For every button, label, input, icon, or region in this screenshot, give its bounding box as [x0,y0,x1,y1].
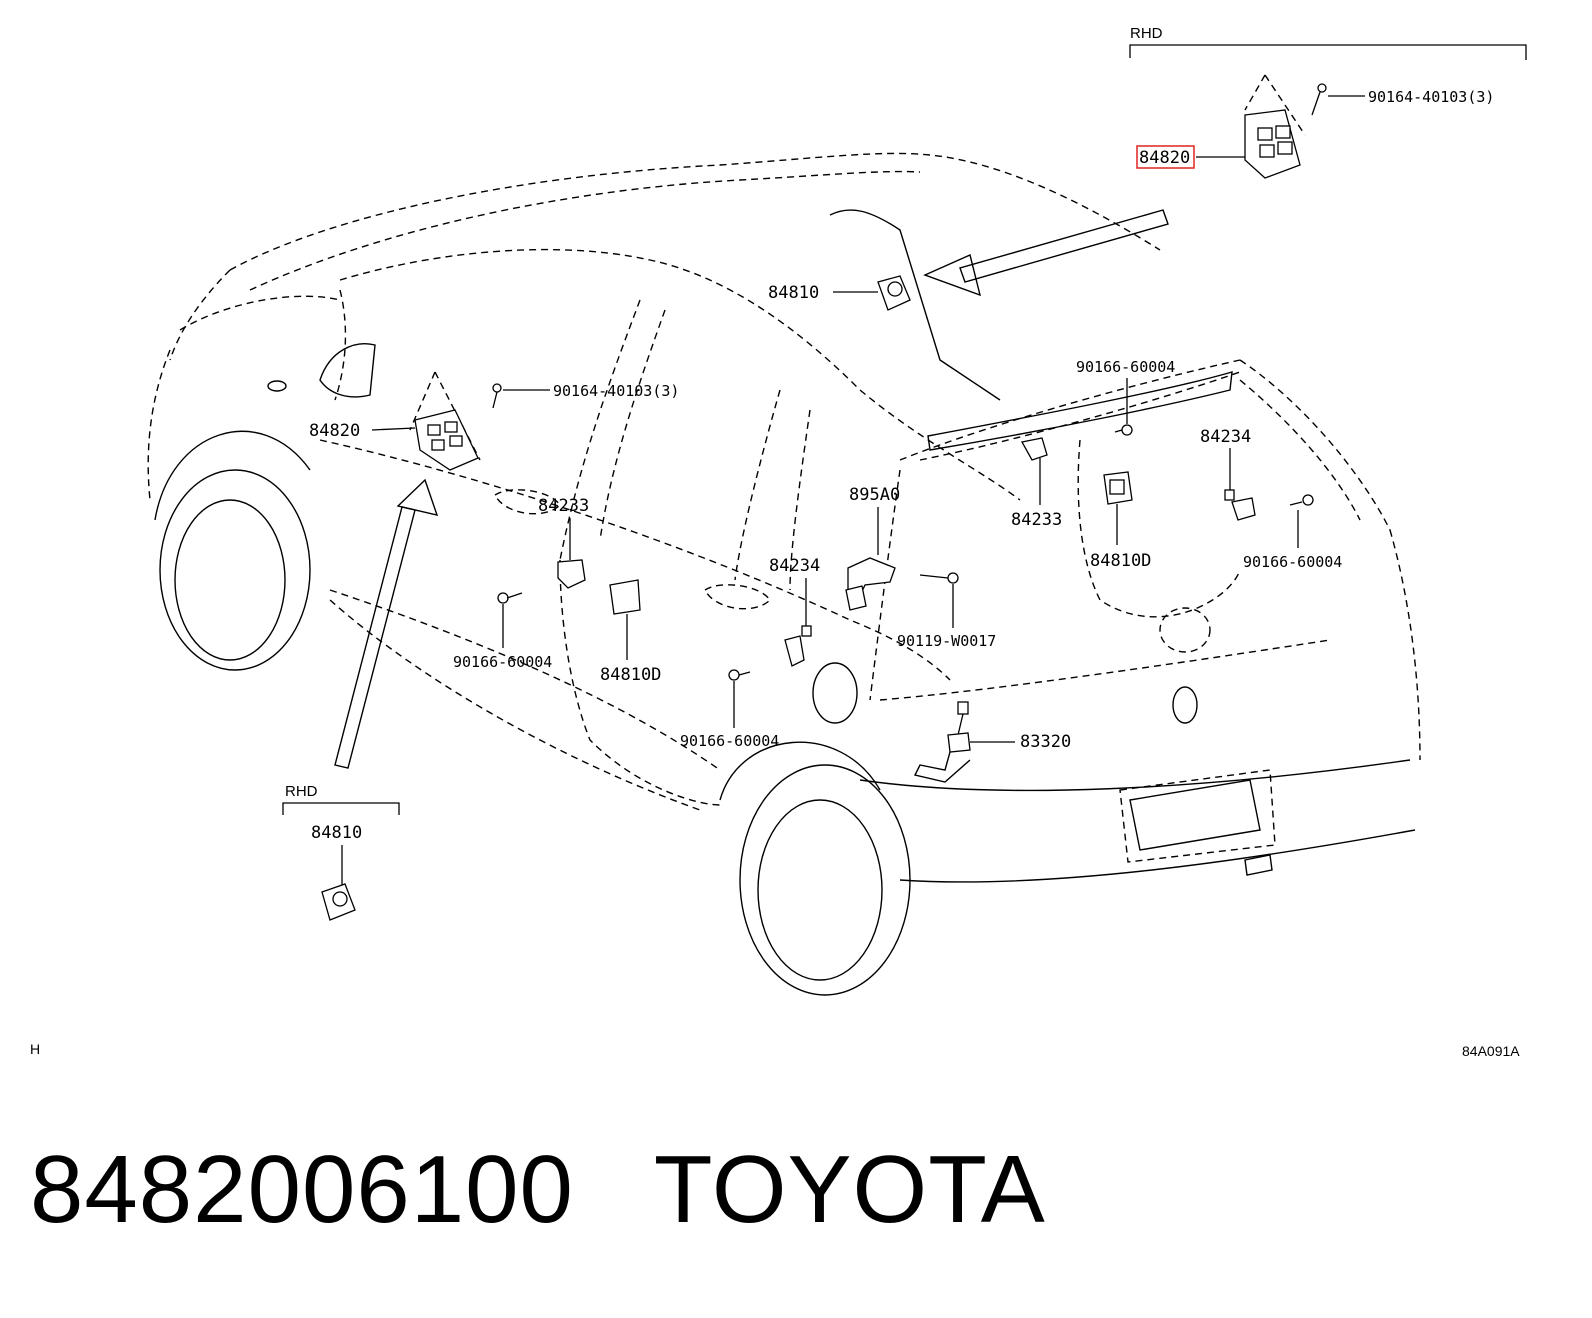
svg-text:90166-60004: 90166-60004 [453,653,552,671]
svg-text:90166-60004: 90166-60004 [680,732,779,750]
svg-text:83320: 83320 [1020,732,1071,752]
main-switch-84810: 84810 [768,275,911,311]
top-window-switch: 90164-40103(3) 84820 [1136,74,1494,179]
front-door-lock-cylinder: 84233 [538,496,589,589]
back-door-parts: 90166-60004 84233 84810D [1011,358,1175,571]
rear-door-switch: 84810D [600,579,661,685]
rear-door-lock: 84234 [769,556,820,667]
svg-text:84820: 84820 [309,421,360,441]
rhd-bottom-bracket: RHD 84810 [282,783,400,921]
svg-text:84234: 84234 [769,556,820,576]
part-number: 8482006100 [30,1136,574,1243]
parts-diagram: RHD 90164-40103(3) 84820 84810 84820 [30,25,1527,1059]
harness-83320: 83320 [913,701,1071,783]
diagram-code: 84A091A [1462,1043,1520,1059]
svg-text:RHD: RHD [1130,25,1163,42]
back-lock-right: 84234 90166-60004 [1200,427,1342,571]
rear-door-bolt-bottom: 90166-60004 [680,669,779,750]
center-sensor-895A0: 895A0 90119-W0017 [845,485,996,650]
svg-text:84810D: 84810D [1090,551,1151,571]
pointer-arrows [334,209,1169,769]
rhd-top-bracket: RHD [1129,25,1527,60]
svg-text:90119-W0017: 90119-W0017 [897,632,996,650]
svg-text:90164-40103(3): 90164-40103(3) [1368,88,1494,106]
svg-text:895A0: 895A0 [849,485,900,505]
svg-text:84233: 84233 [538,496,589,516]
front-door-switch: 84820 90164-40103(3) [309,371,679,471]
rear-door-bolt-left: 90166-60004 [453,592,552,671]
svg-text:90166-60004: 90166-60004 [1243,553,1342,571]
svg-text:84810: 84810 [311,823,362,843]
svg-text:84810: 84810 [768,283,819,303]
part-caption: 8482006100 TOYOTA [30,1135,1046,1245]
svg-text:84233: 84233 [1011,510,1062,530]
corner-label-left: H [30,1041,40,1057]
brand-name: TOYOTA [653,1136,1046,1243]
svg-text:84820: 84820 [1139,148,1190,168]
svg-text:90166-60004: 90166-60004 [1076,358,1175,376]
svg-text:84810D: 84810D [600,665,661,685]
svg-text:90164-40103(3): 90164-40103(3) [553,382,679,400]
svg-text:RHD: RHD [285,783,318,800]
svg-text:84234: 84234 [1200,427,1251,447]
